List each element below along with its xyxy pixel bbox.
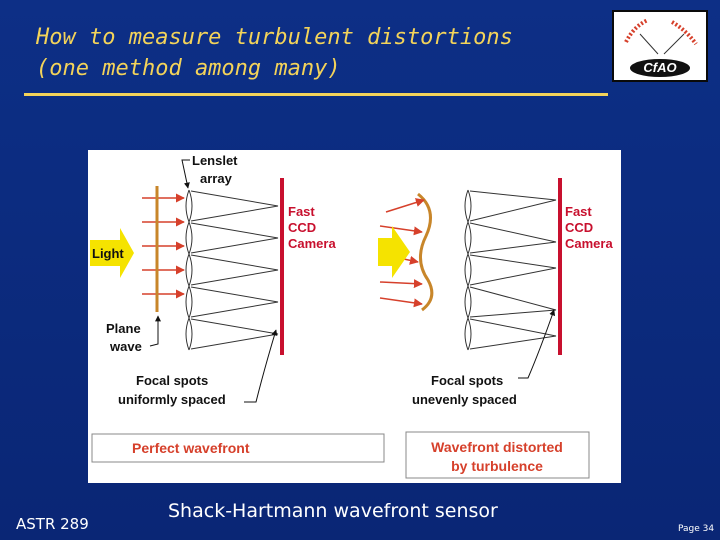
cfao-logo: CfAO: [612, 10, 708, 82]
shack-hartmann-diagram: Light Lenslet array Fast CCD Camera Plan…: [88, 150, 621, 483]
focal-left-line-1: Focal spots: [136, 373, 208, 388]
light-arrow-right: [378, 226, 410, 278]
diagram-svg: Light Lenslet array Fast CCD Camera Plan…: [90, 153, 613, 479]
focal-left-pointer: [244, 329, 278, 403]
distorted-wavefront-label-line-2: by turbulence: [451, 458, 543, 474]
camera-left-line-1: Fast: [288, 204, 315, 219]
perfect-wavefront-label: Perfect wavefront: [132, 440, 250, 456]
figure-caption: Shack-Hartmann wavefront sensor: [168, 500, 498, 522]
title-line-1: How to measure turbulent distortions: [36, 25, 513, 50]
lenslet-pointer: [181, 159, 190, 189]
light-label: Light: [92, 246, 124, 261]
slide-title: How to measure turbulent distortions (on…: [36, 22, 596, 84]
focal-right-line-1: Focal spots: [431, 373, 503, 388]
camera-right-line-2: CCD: [565, 220, 593, 235]
camera-right-line-1: Fast: [565, 204, 592, 219]
distorted-wavefront-label-line-1: Wavefront distorted: [431, 439, 563, 455]
camera-left-line-2: CCD: [288, 220, 316, 235]
incoming-rays-left: [142, 193, 185, 299]
plane-wave-pointer: [149, 315, 161, 347]
camera-right-line-3: Camera: [565, 236, 613, 251]
lenslet-label-line-1: Lenslet: [192, 153, 238, 168]
distorted-wavefront-box: [405, 431, 590, 479]
focal-right-line-2: unevenly spaced: [412, 392, 517, 407]
lenslet-array-left: [185, 189, 279, 351]
title-line-2: (one method among many): [36, 56, 341, 81]
lenslet-array-right: [464, 189, 557, 351]
camera-left-line-3: Camera: [288, 236, 336, 251]
focal-right-pointer: [518, 309, 556, 379]
plane-wave-line-1: Plane: [106, 321, 141, 336]
course-label: ASTR 289: [16, 515, 89, 533]
perfect-wavefront-box: [91, 433, 385, 463]
light-arrow: [90, 228, 134, 278]
title-underline: [24, 93, 608, 96]
logo-text: CfAO: [643, 60, 676, 75]
page-number: Page 34: [678, 524, 715, 534]
focal-left-line-2: uniformly spaced: [118, 392, 226, 407]
distorted-wavefront: [417, 192, 434, 312]
plane-wave-line-2: wave: [109, 339, 142, 354]
cfao-logo-graphic: CfAO: [624, 18, 698, 77]
lenslet-label-line-2: array: [200, 171, 233, 186]
